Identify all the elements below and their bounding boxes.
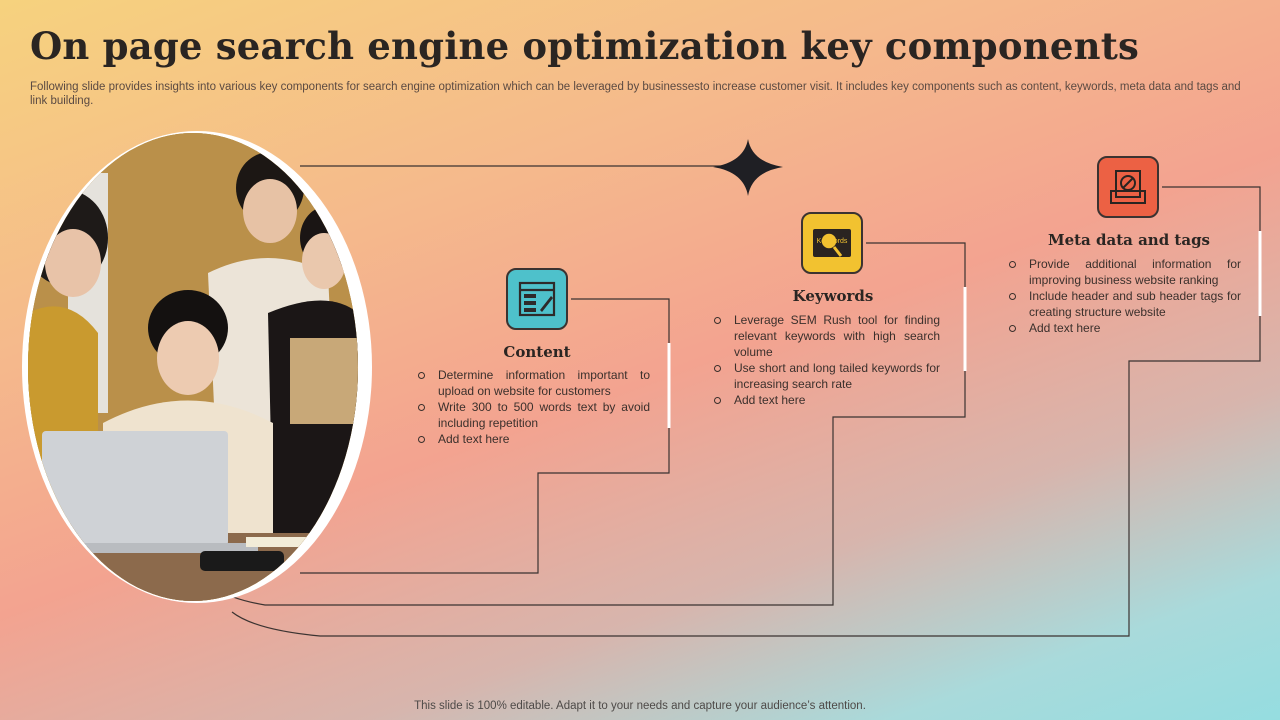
list-item: Write 300 to 500 words text by avoid inc…	[416, 399, 650, 431]
meta-tags-bullet-list: Provide additional information for impro…	[1007, 256, 1241, 336]
slide-footer: This slide is 100% editable. Adapt it to…	[414, 700, 866, 712]
meta-tags-heading: Meta data and tags	[1047, 231, 1210, 249]
meta-tags-icon	[1110, 170, 1146, 204]
meta-tags-icon-box	[1097, 156, 1159, 218]
list-item: Add text here	[1007, 320, 1241, 336]
content-icon	[518, 281, 556, 317]
slide-title: On page search engine optimization key c…	[30, 24, 1140, 68]
keywords-icon-text: Keywords	[817, 238, 848, 245]
slide-subtitle: Following slide provides insights into v…	[30, 81, 1241, 107]
content-step-line	[300, 298, 670, 574]
list-item: Provide additional information for impro…	[1007, 256, 1241, 288]
team-photo	[28, 133, 358, 601]
list-item: Add text here	[416, 431, 650, 447]
list-item: Include header and sub header tags for c…	[1007, 288, 1241, 320]
list-item: Determine information important to uploa…	[416, 367, 650, 399]
content-icon-box	[506, 268, 568, 330]
list-item: Add text here	[712, 392, 940, 408]
list-item: Leverage SEM Rush tool for finding relev…	[712, 312, 940, 360]
star-icon	[713, 139, 783, 196]
meta-step-line	[231, 186, 1261, 637]
keywords-icon-box: Keywords	[801, 212, 863, 274]
keywords-heading: Keywords	[792, 287, 874, 305]
team-photo-illustration	[28, 133, 358, 601]
content-heading: Content	[503, 343, 571, 361]
keywords-bullet-list: Leverage SEM Rush tool for finding relev…	[712, 312, 940, 408]
list-item: Use short and long tailed keywords for i…	[712, 360, 940, 392]
content-bullet-list: Determine information important to uploa…	[416, 367, 650, 447]
keywords-icon: Keywords	[813, 229, 851, 257]
